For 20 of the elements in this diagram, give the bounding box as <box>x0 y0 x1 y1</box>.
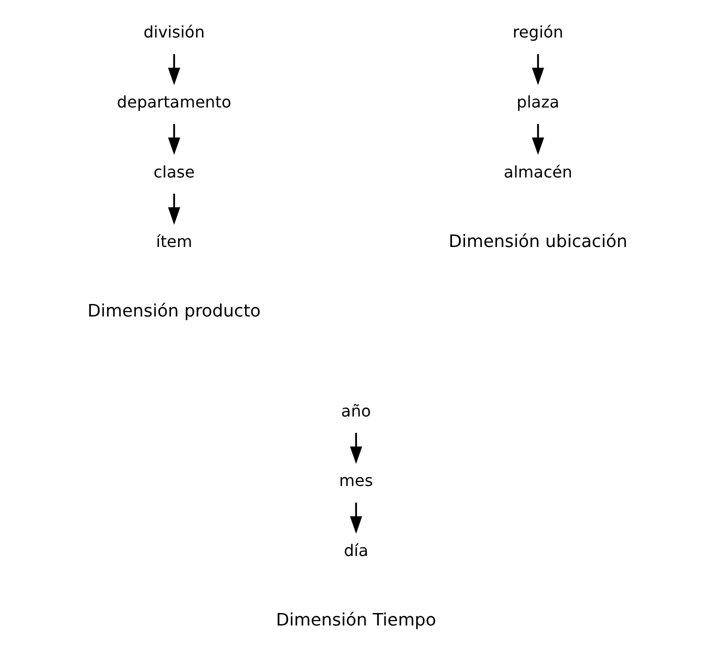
arrow <box>532 124 544 155</box>
label: Dimensión producto <box>88 302 261 322</box>
arrow <box>532 54 544 86</box>
node-text: departamento <box>116 92 232 112</box>
node-text: clase <box>153 162 195 182</box>
arrow <box>168 54 180 86</box>
node-text: ítem <box>156 232 192 252</box>
arrow <box>168 124 180 155</box>
arrow <box>168 194 180 225</box>
node-text: plaza <box>516 92 560 112</box>
node-text: almacén <box>504 162 572 182</box>
arrow <box>350 502 362 534</box>
node-text: mes <box>339 471 373 490</box>
node-text: año <box>341 401 371 420</box>
label: Dimensión Tiempo <box>276 610 436 631</box>
arrow <box>350 432 362 464</box>
node-text: región <box>512 22 564 42</box>
node-text: día <box>344 541 368 560</box>
label: Dimensión ubicación <box>448 232 628 252</box>
node-text: división <box>143 22 205 42</box>
